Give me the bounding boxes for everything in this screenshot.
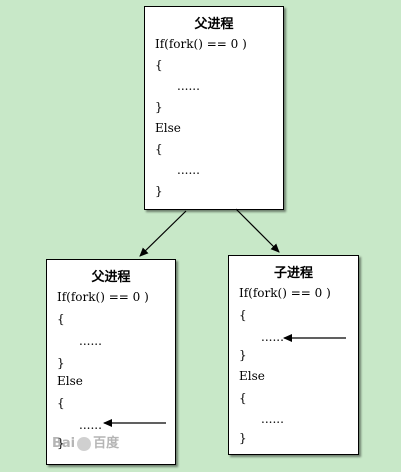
code-line-if: If(fork() == 0 ) <box>155 37 247 51</box>
child-process-box: 子进程 If(fork() == 0 ) { ...... } Else { .… <box>228 255 359 455</box>
code-line-open-brace: { <box>239 391 247 405</box>
fork-arrow-left <box>139 210 187 257</box>
code-line-open-brace: { <box>57 396 65 410</box>
code-line-if: If(fork() == 0 ) <box>239 286 331 300</box>
code-line-ellipsis: ...... <box>79 418 102 432</box>
code-line-ellipsis: ...... <box>79 334 102 348</box>
code-line-if: If(fork() == 0 ) <box>57 290 149 304</box>
code-line-open-brace: { <box>155 142 163 156</box>
code-line-open-brace: { <box>57 312 65 326</box>
code-line-close-brace: } <box>57 356 65 370</box>
paw-icon <box>77 436 92 451</box>
code-line-close-brace: } <box>155 184 163 198</box>
code-line-open-brace: { <box>239 308 247 322</box>
code-line-ellipsis: ...... <box>177 79 200 93</box>
parent-process-box: 父进程 If(fork() == 0 ) { ...... } Else { .… <box>144 6 284 210</box>
code-line-ellipsis: ...... <box>261 330 284 344</box>
left-parent-process-box: 父进程 If(fork() == 0 ) { ...... } Else { .… <box>46 259 176 465</box>
fork-arrow-right <box>235 208 280 253</box>
left-box-title: 父进程 <box>91 270 131 285</box>
code-line-else: Else <box>239 369 265 383</box>
child-process-title: 子进程 <box>273 266 313 281</box>
watermark-text-left: Bai <box>52 436 76 451</box>
code-line-close-brace: } <box>57 436 65 450</box>
code-line-ellipsis: ...... <box>261 412 284 426</box>
watermark-text-right: 百度 <box>93 436 120 451</box>
code-line-open-brace: { <box>155 58 163 72</box>
code-line-ellipsis: ...... <box>177 163 200 177</box>
baidu-watermark: Bai 百度 <box>52 432 119 451</box>
code-line-close-brace: } <box>155 100 163 114</box>
parent-process-title: 父进程 <box>194 17 234 32</box>
code-line-else: Else <box>57 374 83 388</box>
code-line-else: Else <box>155 121 181 135</box>
code-line-close-brace: } <box>239 431 247 445</box>
code-line-close-brace: } <box>239 348 247 362</box>
